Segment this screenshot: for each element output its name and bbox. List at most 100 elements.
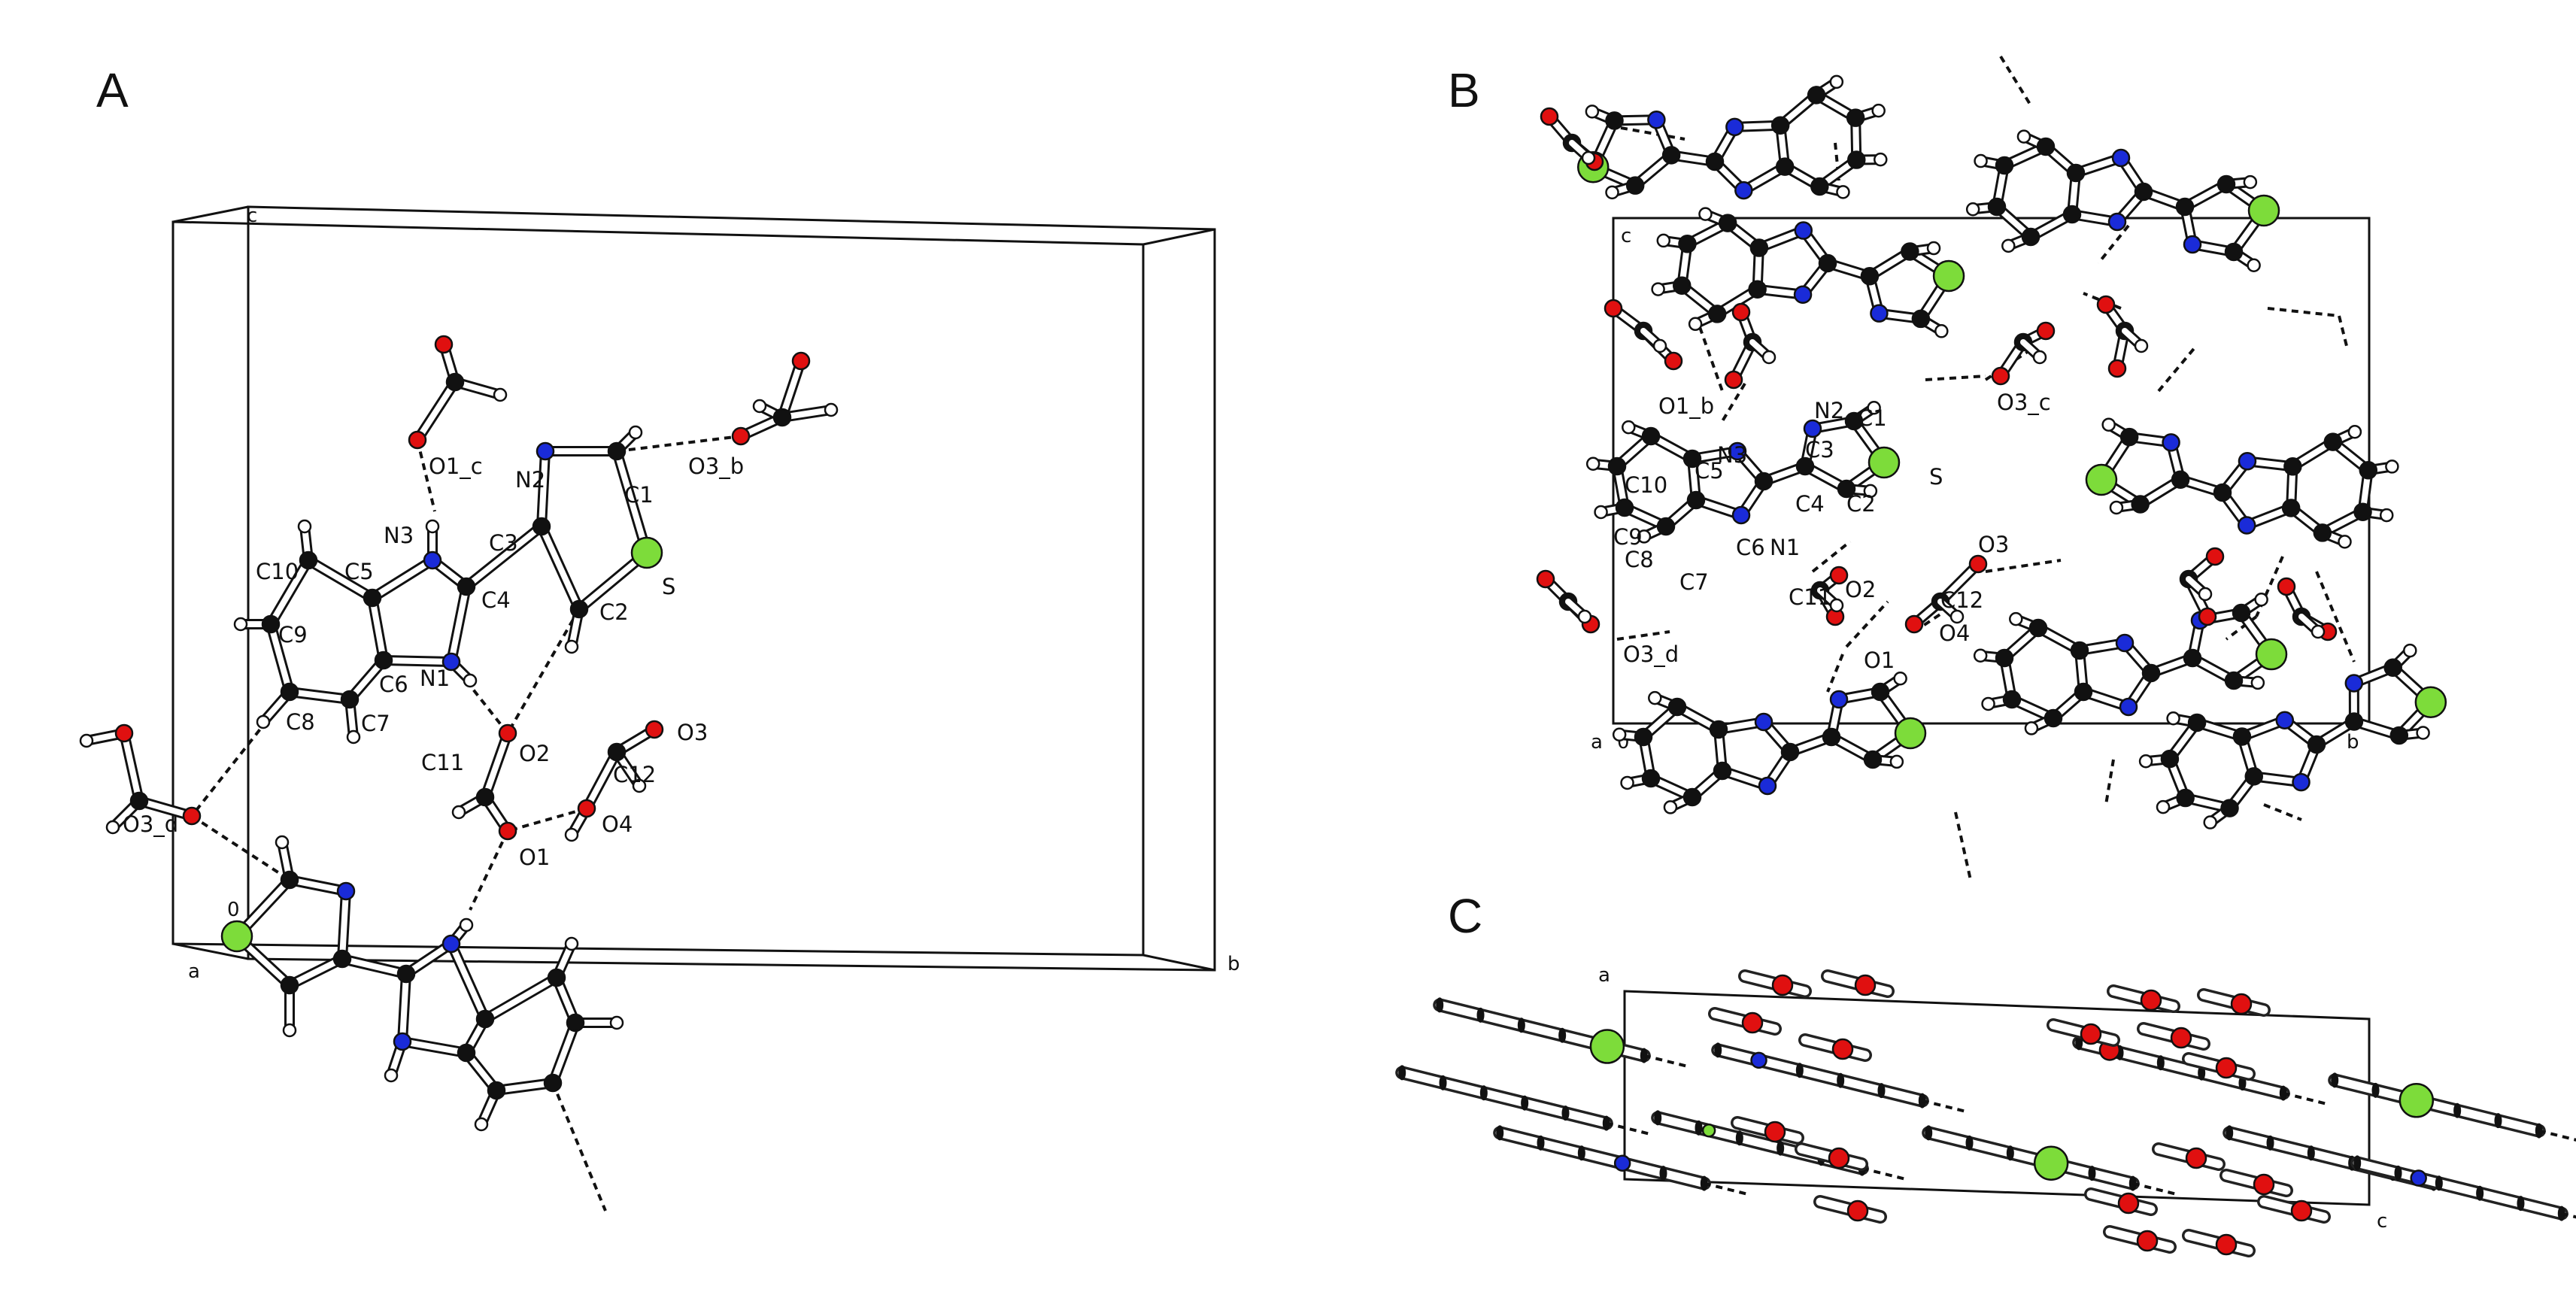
carbon-atom bbox=[477, 789, 493, 805]
hydrogen-atom bbox=[2018, 131, 2030, 143]
carbon-atom bbox=[2234, 728, 2250, 745]
carbon-atom bbox=[1719, 215, 1736, 232]
hydrogen-bond bbox=[1828, 654, 1843, 692]
label-c1: C1 bbox=[624, 482, 654, 508]
label-n3: N3 bbox=[384, 523, 414, 548]
hydrogen-bond bbox=[192, 816, 290, 880]
molecule-stick-core bbox=[2357, 1163, 2562, 1213]
hydrogen-bond bbox=[1925, 376, 1986, 380]
hydrogen-atom bbox=[2417, 726, 2429, 738]
carbon-atom-edge bbox=[1659, 1166, 1667, 1181]
hydrogen-atom bbox=[2002, 240, 2014, 252]
carbon-atom-edge bbox=[1518, 1018, 1525, 1033]
hydrogen-atom bbox=[1658, 235, 1670, 247]
carbon-atom-edge bbox=[2395, 1166, 2402, 1181]
hydrogen-bond bbox=[1956, 812, 1971, 880]
nitrogen-atom bbox=[2109, 214, 2125, 230]
hydrogen-atom bbox=[566, 938, 578, 950]
sulfur-atom bbox=[2256, 639, 2286, 669]
carbon-atom bbox=[447, 374, 463, 390]
hydrogen-atom bbox=[1689, 318, 1701, 330]
carbon-atom bbox=[1606, 112, 1622, 129]
bond-core bbox=[542, 526, 579, 609]
hydrogen-atom bbox=[1873, 105, 1885, 117]
carbon-atom bbox=[1710, 721, 1727, 738]
carbon-atom bbox=[2222, 800, 2238, 817]
hydrogen-atom bbox=[1935, 325, 1947, 337]
nitrogen-atom bbox=[1795, 223, 1812, 239]
hydrogen-atom bbox=[2199, 588, 2211, 600]
label-c7: C7 bbox=[1679, 569, 1709, 595]
label-o3: O3 bbox=[1978, 532, 2009, 557]
oxygen-atom bbox=[184, 808, 200, 824]
nitrogen-atom bbox=[2346, 675, 2362, 691]
hydrogen-atom bbox=[1622, 421, 1634, 433]
label-o3-c: O3_c bbox=[1997, 390, 2051, 415]
nitrogen-atom bbox=[1615, 1156, 1630, 1171]
carbon-atom bbox=[2283, 499, 2299, 516]
nitrogen-atom bbox=[2411, 1171, 2426, 1186]
nitrogen-atom bbox=[2113, 150, 2129, 166]
hydrogen-bond bbox=[1846, 602, 1888, 647]
label-c5: C5 bbox=[1695, 458, 1724, 484]
hydrogen-atom bbox=[630, 426, 642, 438]
hydrogen-atom bbox=[566, 641, 578, 653]
carbon-atom bbox=[1679, 235, 1695, 252]
carbon-atom bbox=[1709, 305, 1725, 322]
hydrogen-atom bbox=[1837, 186, 1849, 198]
oxygen-atom bbox=[578, 800, 595, 817]
carbon-atom bbox=[533, 518, 550, 535]
oxygen-atom bbox=[1541, 108, 1558, 125]
hydrogen-atom bbox=[1622, 777, 1634, 789]
label-s: S bbox=[662, 574, 675, 599]
carbon-atom-edge bbox=[2331, 1072, 2338, 1087]
carbon-atom bbox=[2246, 768, 2262, 784]
label-c4: C4 bbox=[481, 587, 511, 613]
label-o3-b: O3_b bbox=[688, 453, 744, 479]
label-o1: O1 bbox=[519, 845, 550, 870]
carbon-atom bbox=[2162, 751, 2178, 767]
carbon-atom bbox=[2226, 244, 2242, 260]
oxygen-atom bbox=[1665, 353, 1682, 369]
panel-b-axis-b: b bbox=[2347, 731, 2359, 754]
oxygen-atom bbox=[1992, 368, 2009, 384]
sulfur-atom bbox=[1934, 261, 1964, 291]
carbon-atom bbox=[1635, 729, 1652, 745]
nitrogen-atom bbox=[2238, 517, 2255, 533]
hydrogen-atom bbox=[1582, 152, 1594, 164]
carbon-atom bbox=[2184, 650, 2201, 666]
hydrogen-atom bbox=[347, 731, 360, 743]
carbon-atom bbox=[2355, 504, 2371, 520]
hydrogen-bond bbox=[1700, 327, 1722, 391]
carbon-atom-edge bbox=[2517, 1196, 2524, 1211]
panel-a-letter: A bbox=[96, 63, 129, 117]
carbon-atom bbox=[281, 977, 298, 993]
carbon-atom-edge bbox=[1561, 1105, 1569, 1121]
nitrogen-atom bbox=[338, 883, 354, 899]
carbon-atom bbox=[1755, 473, 1772, 490]
oxygen-atom bbox=[2119, 1193, 2138, 1213]
hydrogen-atom bbox=[284, 1024, 296, 1036]
hydrogen-atom bbox=[2168, 712, 2180, 724]
carbon-atom bbox=[334, 951, 350, 967]
oxygen-atom bbox=[1906, 616, 1922, 632]
carbon-atom bbox=[1643, 428, 1659, 444]
carbon-atom bbox=[398, 966, 414, 982]
carbon-atom-edge bbox=[1736, 1130, 1743, 1145]
hydrogen-bond bbox=[1704, 1184, 1748, 1194]
hydrogen-atom bbox=[1699, 208, 1711, 220]
carbon-atom bbox=[2143, 665, 2159, 681]
hydrogen-atom bbox=[1974, 650, 1986, 662]
panel-c-edge-view bbox=[1398, 975, 2576, 1254]
carbon-atom-edge bbox=[2494, 1113, 2502, 1128]
label-c11: C11 bbox=[1789, 584, 1831, 610]
carbon-atom-edge bbox=[1436, 997, 1443, 1012]
molecule-stick-core bbox=[1500, 1133, 1704, 1183]
oxygen-atom bbox=[2292, 1201, 2311, 1221]
carbon-atom bbox=[1663, 147, 1679, 163]
hydrogen-bond bbox=[1986, 560, 2061, 572]
carbon-atom bbox=[1808, 86, 1825, 103]
nitrogen-atom bbox=[394, 1033, 411, 1050]
hydrogen-atom bbox=[1652, 284, 1664, 296]
